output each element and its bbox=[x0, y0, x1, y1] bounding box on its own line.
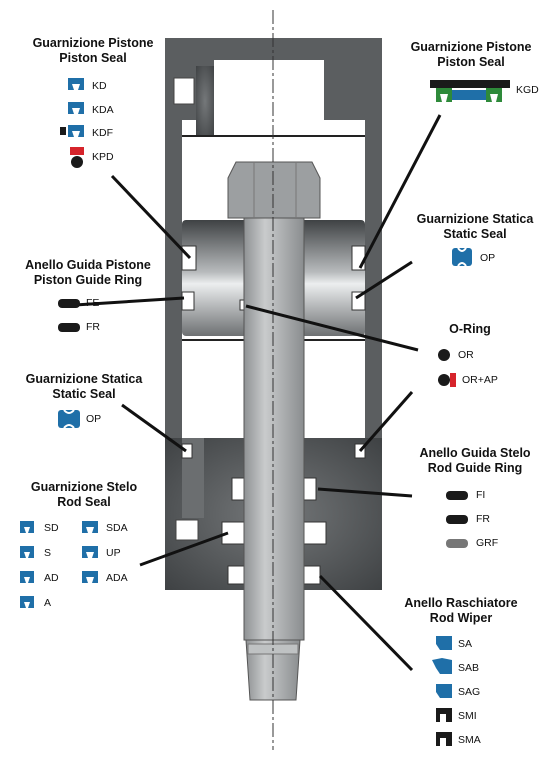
kpd-label: KPD bbox=[92, 151, 114, 163]
piston-seal-left-title-it: Guarnizione Pistone bbox=[32, 36, 154, 50]
kdf-seal-icon bbox=[60, 125, 84, 137]
sag-wiper-icon bbox=[436, 684, 452, 698]
piston-seal-right-title: Guarnizione Pistone Piston Seal bbox=[396, 40, 546, 70]
a-seal-icon bbox=[20, 596, 34, 608]
fi-ring-icon bbox=[446, 491, 468, 500]
rod-guide-ring-title-it: Anello Guida Stelo bbox=[419, 446, 531, 460]
wiper-groove-right bbox=[303, 565, 321, 585]
static-seal-right-title: Guarnizione Statica Static Seal bbox=[402, 212, 548, 242]
sab-wiper-icon bbox=[432, 658, 452, 674]
op-left-label: OP bbox=[86, 413, 102, 425]
rod-guide-ring-title-en: Rod Guide Ring bbox=[427, 461, 523, 475]
or-icon bbox=[438, 349, 450, 361]
piston-seal-left-title-en: Piston Seal bbox=[59, 51, 127, 65]
static-seal-right-title-en: Static Seal bbox=[443, 227, 507, 241]
grf-label: GRF bbox=[476, 537, 499, 549]
rod-seal-title-it: Guarnizione Stelo bbox=[30, 480, 138, 494]
fi-label: FI bbox=[476, 489, 486, 501]
fr-rod-ring-icon bbox=[446, 515, 468, 524]
or-ap-icon bbox=[438, 374, 450, 386]
rod-guide-ring-title: Anello Guida Stelo Rod Guide Ring bbox=[402, 446, 548, 476]
up-label: UP bbox=[106, 547, 121, 559]
rod-end bbox=[245, 639, 301, 701]
sda-label: SDA bbox=[106, 522, 128, 534]
kgd-label: KGD bbox=[516, 84, 539, 96]
piston-rod bbox=[243, 199, 305, 641]
rod-wiper-title-en: Rod Wiper bbox=[429, 611, 493, 625]
fr-label: FR bbox=[86, 321, 100, 333]
static-seal-right-title-it: Guarnizione Statica bbox=[416, 212, 534, 226]
static-seal-left-title-en: Static Seal bbox=[52, 387, 116, 401]
sa-wiper-icon bbox=[436, 636, 452, 650]
kda-label: KDA bbox=[92, 104, 114, 116]
s-seal-icon bbox=[20, 546, 34, 558]
piston-guide-ring-title-en: Piston Guide Ring bbox=[33, 273, 143, 287]
kd-seal-icon bbox=[68, 78, 84, 90]
a-label: A bbox=[44, 597, 52, 609]
rod-seal-groove-right bbox=[303, 521, 327, 545]
sa-label: SA bbox=[458, 638, 473, 650]
op-static-seal-icon-right bbox=[452, 247, 472, 267]
rod-wiper-title: Anello Raschiatore Rod Wiper bbox=[386, 596, 536, 626]
head-inner-shade bbox=[196, 66, 214, 136]
or-ap-label: OR+AP bbox=[462, 374, 498, 386]
rod-guide-groove-right bbox=[303, 477, 317, 501]
piston-guide-ring-title-it: Anello Guida Pistone bbox=[25, 258, 151, 272]
piston-groove-left-2 bbox=[181, 291, 195, 311]
sd-label: SD bbox=[44, 522, 59, 534]
head-bolt-left bbox=[173, 77, 195, 105]
piston-guide-ring-title: Anello Guida Pistone Piston Guide Ring bbox=[4, 258, 172, 288]
rod-guide-groove-left bbox=[231, 477, 245, 501]
piston-groove-right bbox=[351, 245, 366, 271]
piston-nut bbox=[227, 161, 321, 219]
piston-seal-left-title: Guarnizione Pistone Piston Seal bbox=[18, 36, 168, 66]
piston-groove-right-2 bbox=[351, 291, 366, 311]
wiper-groove-left bbox=[227, 565, 245, 585]
rod-seal-title: Guarnizione Stelo Rod Seal bbox=[4, 480, 164, 510]
sda-seal-icon bbox=[82, 521, 98, 533]
leader-lines bbox=[74, 114, 442, 672]
fe-label: FE bbox=[86, 297, 100, 309]
op-right-label: OP bbox=[480, 252, 496, 264]
rod-seal-title-en: Rod Seal bbox=[57, 495, 111, 509]
gland-static-groove-left bbox=[181, 443, 193, 459]
kgd-seal-icon bbox=[430, 80, 510, 102]
piston-seal-right-title-it: Guarnizione Pistone bbox=[410, 40, 532, 54]
rod-wiper-title-it: Anello Raschiatore bbox=[404, 596, 518, 610]
ad-label: AD bbox=[44, 572, 59, 584]
or-label: OR bbox=[458, 349, 474, 361]
piston-seal-right-title-en: Piston Seal bbox=[437, 55, 505, 69]
smi-wiper-icon bbox=[436, 708, 452, 722]
kpd-seal-icon bbox=[70, 147, 84, 168]
sma-wiper-icon bbox=[436, 732, 452, 746]
kdf-label: KDF bbox=[92, 127, 113, 139]
up-seal-icon bbox=[82, 546, 98, 558]
fr-ring-icon bbox=[58, 323, 80, 332]
fr-rod-label: FR bbox=[476, 513, 490, 525]
op-static-seal-icon-left bbox=[58, 409, 80, 429]
ada-seal-icon bbox=[82, 571, 98, 583]
gland-bolt bbox=[175, 519, 199, 541]
sd-seal-icon bbox=[20, 521, 34, 533]
grf-ring-icon bbox=[446, 539, 468, 548]
sag-label: SAG bbox=[458, 686, 481, 698]
ad-seal-icon bbox=[20, 571, 34, 583]
static-seal-left-title-it: Guarnizione Statica bbox=[25, 372, 143, 386]
kd-label: KD bbox=[92, 80, 107, 92]
smi-label: SMI bbox=[458, 710, 477, 722]
s-label: S bbox=[44, 547, 52, 559]
o-ring-title: O-Ring bbox=[449, 322, 491, 336]
ada-label: ADA bbox=[106, 572, 128, 584]
kda-seal-icon bbox=[68, 102, 84, 114]
ap-ring-icon bbox=[450, 373, 456, 387]
head-port bbox=[214, 60, 324, 130]
sma-label: SMA bbox=[458, 734, 481, 746]
static-seal-left-title: Guarnizione Statica Static Seal bbox=[4, 372, 164, 402]
fe-ring-icon bbox=[58, 299, 80, 308]
sab-label: SAB bbox=[458, 662, 480, 674]
